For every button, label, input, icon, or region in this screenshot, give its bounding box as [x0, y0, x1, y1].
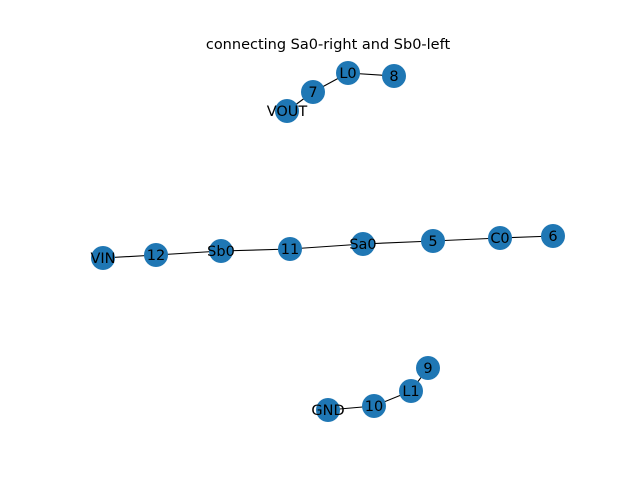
node-circle	[336, 61, 360, 85]
node-label: 7	[308, 85, 317, 101]
node-label: VOUT	[267, 104, 308, 120]
node-label: 6	[548, 229, 557, 245]
node-circle	[399, 379, 423, 403]
node-gnd: GND	[311, 398, 345, 422]
node-circle	[488, 226, 512, 250]
node-label: Sa0	[349, 237, 376, 253]
node-label: 12	[147, 248, 165, 264]
node-circle	[316, 398, 340, 422]
node-8: 8	[382, 64, 406, 88]
node-circle	[275, 99, 299, 123]
node-label: GND	[311, 403, 344, 419]
node-9: 9	[416, 356, 440, 380]
node-label: L0	[339, 66, 356, 82]
edges-layer	[102, 72, 554, 411]
node-l1: L1	[399, 379, 423, 403]
node-vout: VOUT	[267, 99, 308, 123]
node-circle	[382, 64, 406, 88]
node-l0: L0	[336, 61, 360, 85]
edge-11-sa0	[289, 243, 364, 250]
node-sa0: Sa0	[349, 232, 377, 256]
node-circle	[144, 243, 168, 267]
node-sb0: Sb0	[207, 239, 235, 263]
node-7: 7	[301, 80, 325, 104]
node-circle	[278, 237, 302, 261]
node-circle	[421, 229, 445, 253]
node-label: 11	[281, 242, 299, 258]
node-10: 10	[362, 394, 386, 418]
node-label: L1	[402, 384, 419, 400]
node-5: 5	[421, 229, 445, 253]
node-circle	[541, 224, 565, 248]
node-label: 5	[428, 234, 437, 250]
node-circle	[301, 80, 325, 104]
node-circle	[362, 394, 386, 418]
node-label: C0	[490, 231, 509, 247]
node-6: 6	[541, 224, 565, 248]
node-vin: VIN	[90, 246, 116, 270]
node-11: 11	[278, 237, 302, 261]
node-c0: C0	[488, 226, 512, 250]
node-label: VIN	[90, 251, 115, 267]
node-label: 9	[423, 361, 432, 377]
node-circle	[416, 356, 440, 380]
node-circle	[209, 239, 233, 263]
node-label: Sb0	[207, 244, 235, 260]
node-label: 8	[389, 69, 398, 85]
node-label: 10	[365, 399, 383, 415]
node-12: 12	[144, 243, 168, 267]
node-circle	[91, 246, 115, 270]
node-circle	[351, 232, 375, 256]
diagram-title: connecting Sa0-right and Sb0-left	[206, 37, 451, 53]
